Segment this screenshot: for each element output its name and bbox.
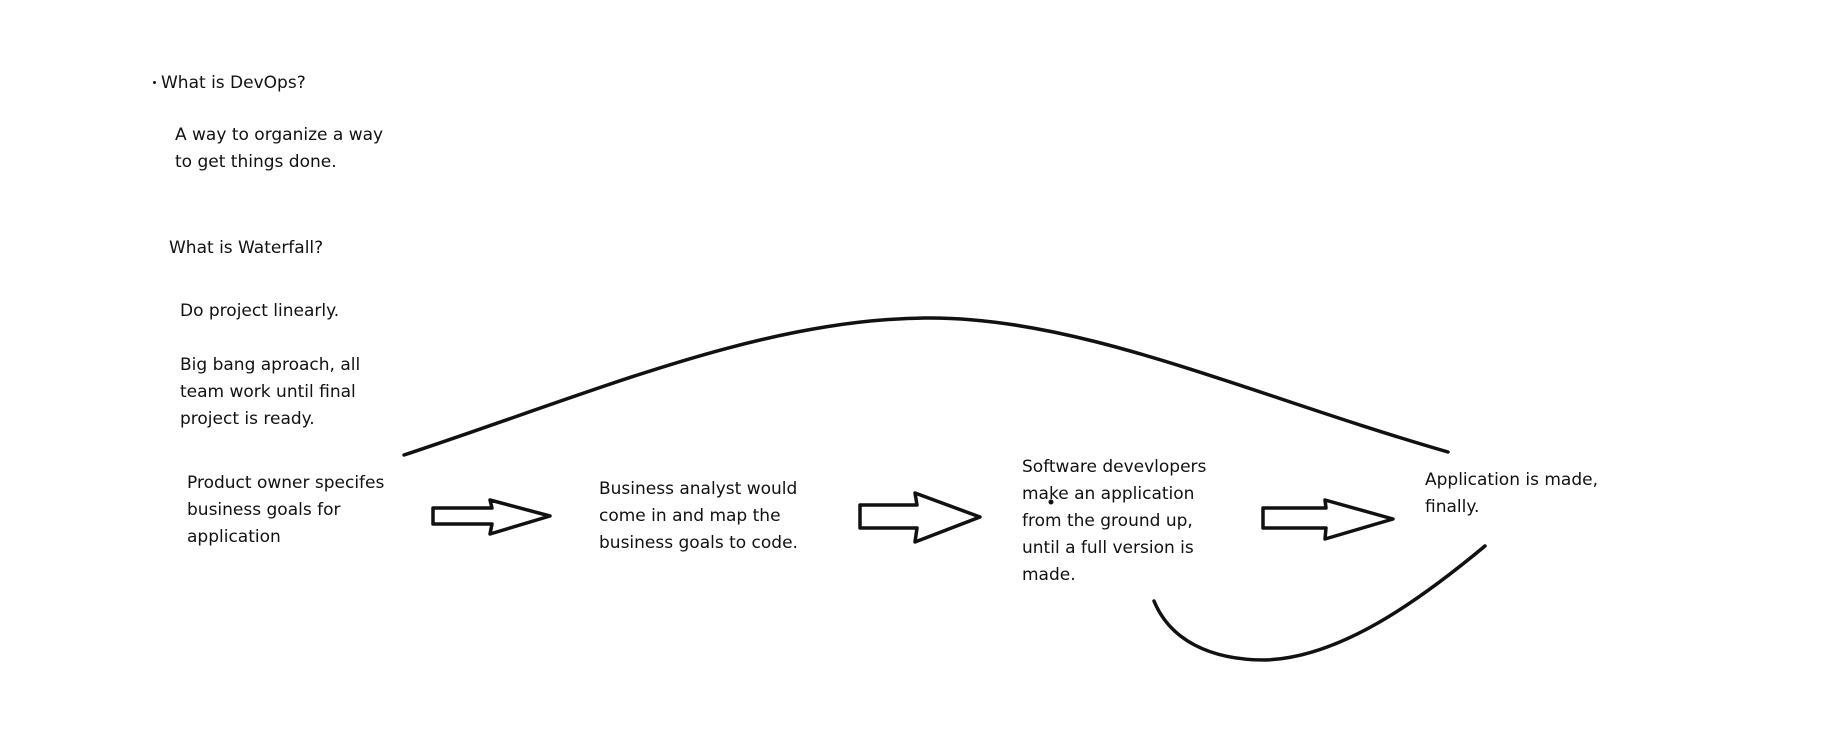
return-curve — [1152, 544, 1487, 662]
flow-step-product-owner: Product owner specifes business goals fo… — [187, 473, 385, 547]
devops-question: What is DevOps? — [161, 73, 306, 93]
waterfall-answer-linear: Do project linearly. — [180, 301, 340, 321]
waterfall-answer-big-bang: Big bang aproach, all team work until fi… — [180, 355, 361, 429]
flow-step-software-developers: Software devevlopers make an application… — [1022, 457, 1207, 585]
waterfall-question: What is Waterfall? — [169, 238, 324, 258]
flow-step-business-analyst: Business analyst would come in and map t… — [599, 479, 798, 553]
arrow-step1-to-step2 — [431, 498, 552, 536]
stray-dot — [1048, 499, 1054, 505]
flow-step-application-made: Application is made, finally. — [1425, 470, 1599, 517]
arrow-step3-to-step4 — [1261, 498, 1395, 541]
arrow-step2-to-step3 — [858, 491, 982, 544]
bullet-dot — [153, 81, 156, 84]
devops-answer: A way to organize a way to get things do… — [175, 125, 384, 172]
big-bang-arc — [402, 316, 1450, 457]
